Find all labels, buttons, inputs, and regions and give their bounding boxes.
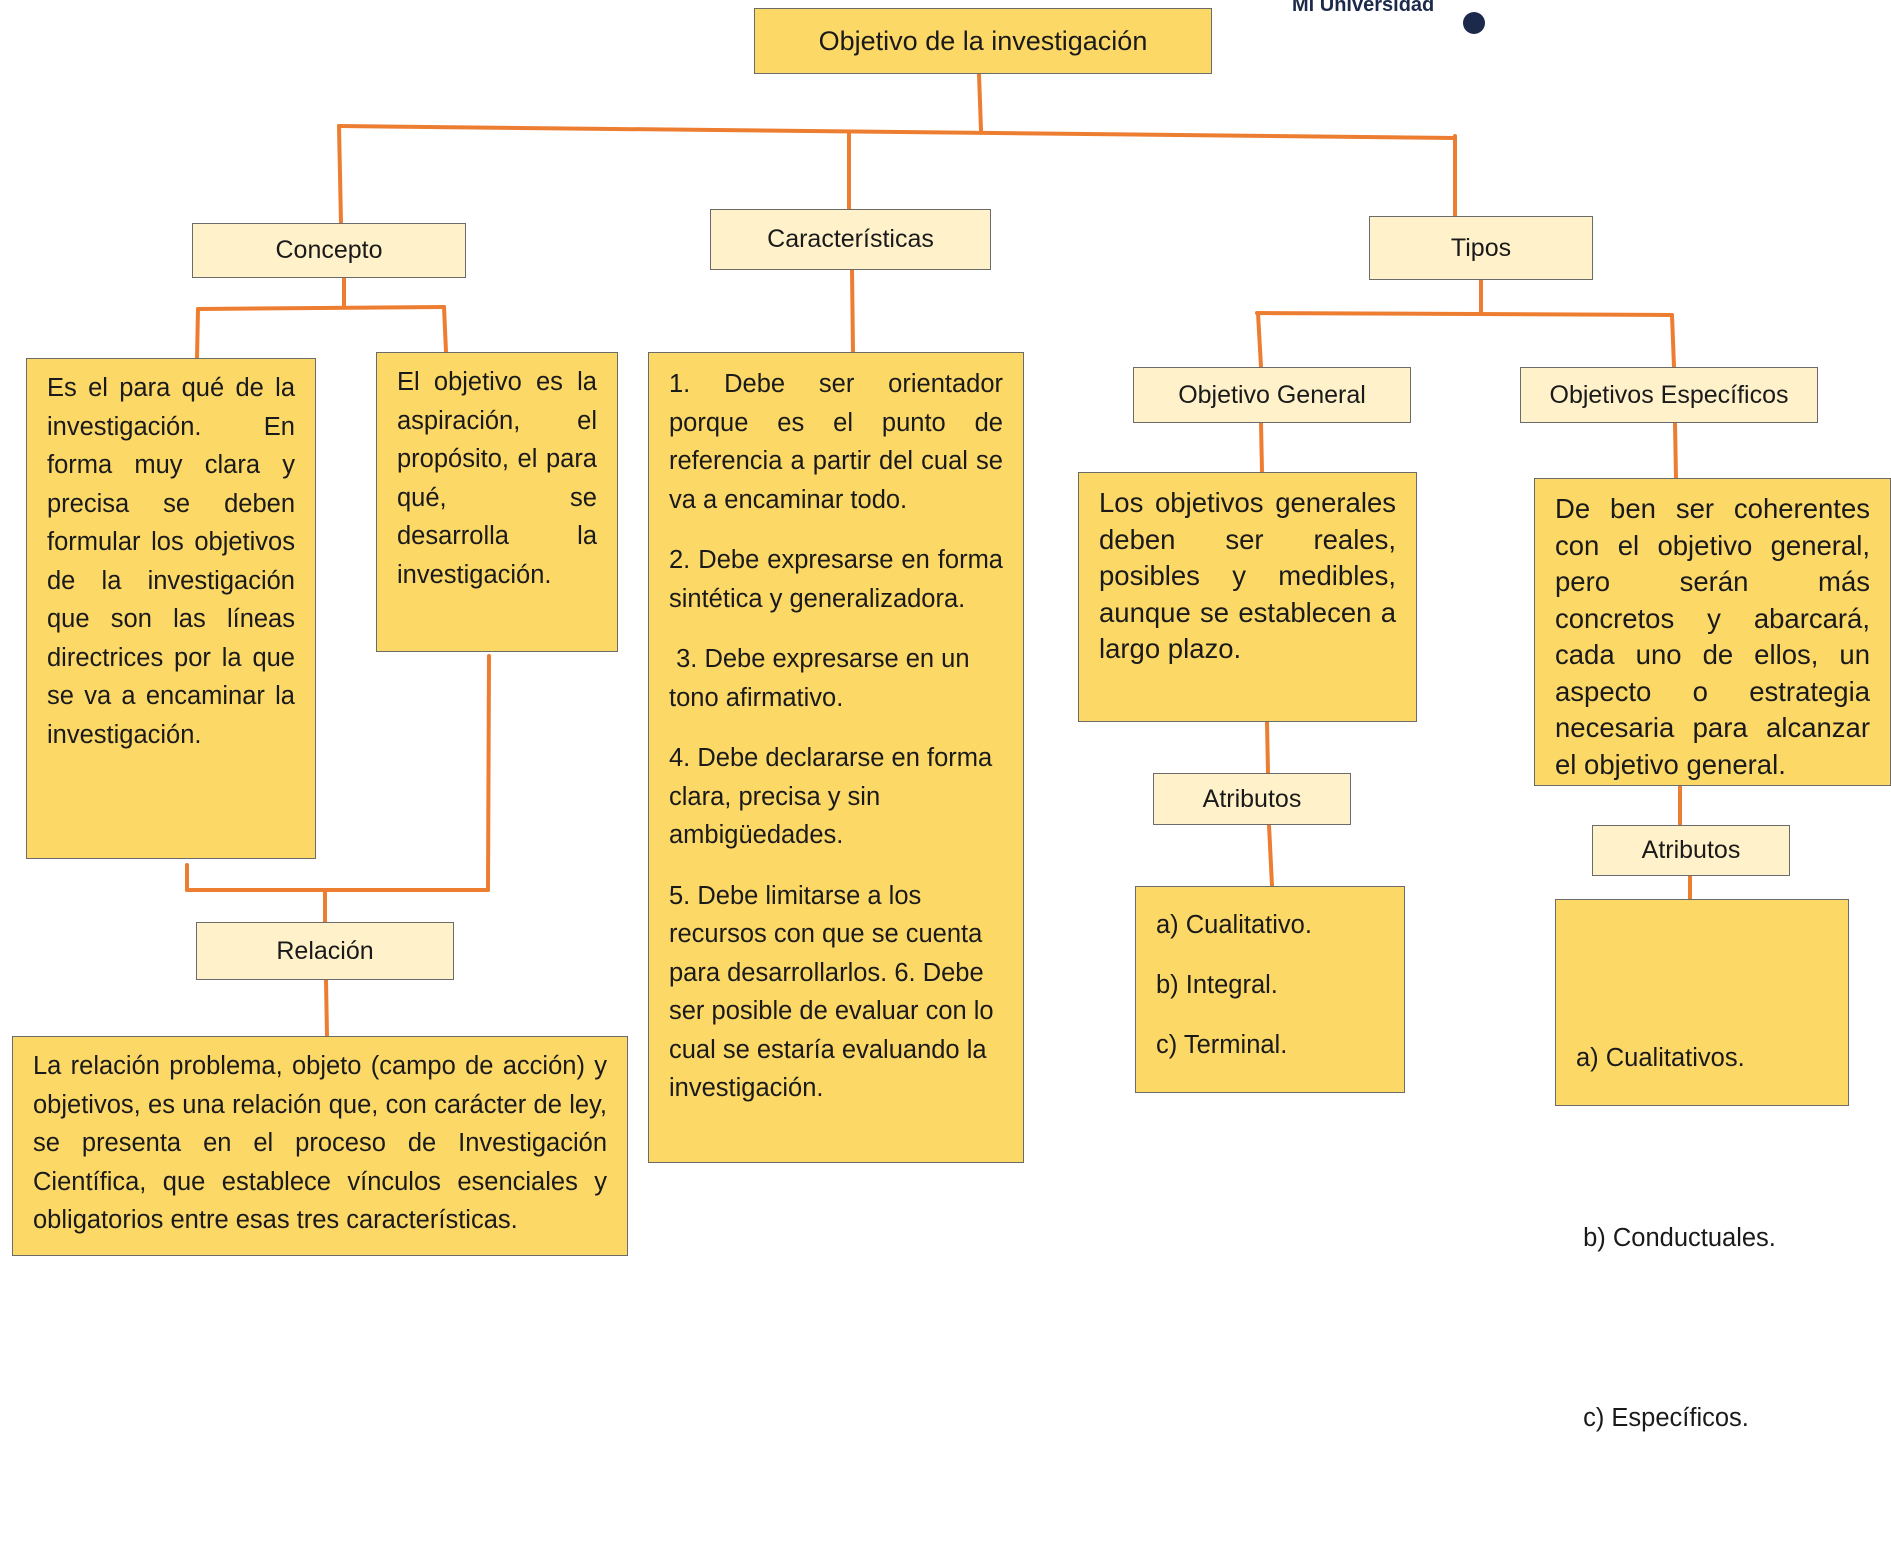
- concepto-node: Concepto: [192, 223, 466, 278]
- connector-main-bar: [337, 124, 1457, 140]
- relacion-title: Relación: [276, 936, 374, 965]
- connector-especificos: [1670, 313, 1676, 369]
- root-title: Objetivo de la investigación: [818, 25, 1148, 56]
- especificos-atributo-1: a) Cualitativos.: [1576, 1044, 1745, 1072]
- relacion-text-box: La relación problema, objeto (campo de a…: [12, 1036, 628, 1256]
- general-atributos-title: Atributos: [1202, 784, 1302, 813]
- caracteristicas-node: Características: [710, 209, 991, 270]
- objetivo-general-title: Objetivo General: [1178, 380, 1366, 409]
- especificos-atributos-title: Atributos: [1641, 836, 1741, 864]
- connector-general-text: [1259, 421, 1264, 474]
- objetivos-especificos-text-box: De ben ser coherentes con el objetivo ge…: [1534, 478, 1891, 786]
- connector-general: [1256, 311, 1263, 369]
- concepto-right-text: El objetivo es la aspiración, el propósi…: [397, 368, 597, 589]
- general-atributos-node: Atributos: [1153, 773, 1351, 825]
- caracteristicas-text-box: 1. Debe ser orientador porque es el punt…: [648, 352, 1024, 1163]
- especificos-atributo-2: b) Conductuales.: [1576, 1224, 1776, 1252]
- connector-concepto-left: [195, 307, 200, 360]
- connector-concepto-right: [442, 305, 448, 354]
- general-atributo-1: a) Cualitativo.: [1156, 911, 1312, 939]
- objetivos-especificos-text: De ben ser coherentes con el objetivo ge…: [1555, 493, 1870, 780]
- caracteristica-item-2: 2. Debe expresarse en forma sintética y …: [669, 546, 1003, 613]
- caracteristica-item-1: 1. Debe ser orientador porque es el punt…: [669, 370, 1003, 514]
- relacion-text: La relación problema, objeto (campo de a…: [33, 1052, 607, 1234]
- concepto-left-text-box: Es el para qué de la investigación. En f…: [26, 358, 316, 859]
- especificos-atributo-3: c) Específicos.: [1576, 1404, 1749, 1432]
- connector-relacion-right: [486, 654, 491, 892]
- tipos-title: Tipos: [1450, 233, 1512, 262]
- caracteristica-item-5: 5. Debe limitarse a los recursos con que…: [669, 881, 994, 1103]
- relacion-node: Relación: [196, 922, 454, 980]
- objetivo-general-text-box: Los objetivos generales deben ser reales…: [1078, 472, 1417, 722]
- general-atributos-list-box: a) Cualitativo. b) Integral. c) Terminal…: [1135, 886, 1405, 1093]
- objetivo-general-text: Los objetivos generales deben ser reales…: [1099, 487, 1396, 664]
- connector-relacion-text: [324, 978, 329, 1038]
- connector-lines: [185, 72, 1692, 1038]
- connector-especificos-text: [1673, 421, 1678, 480]
- connector-general-atributos: [1265, 720, 1270, 775]
- concepto-left-text: Es el para qué de la investigación. En f…: [47, 374, 295, 749]
- objetivo-general-node: Objetivo General: [1133, 367, 1411, 423]
- objetivos-especificos-title: Objetivos Específicos: [1549, 380, 1789, 409]
- logo-dot-icon: [1463, 12, 1485, 34]
- root-node: Objetivo de la investigación: [754, 8, 1212, 74]
- caracteristica-item-4: 4. Debe declararse en forma clara, preci…: [669, 744, 993, 849]
- concepto-title: Concepto: [275, 236, 383, 264]
- connector-caracteristicas-down: [850, 268, 855, 354]
- connector-general-list: [1267, 823, 1274, 888]
- especificos-atributos-node: Atributos: [1592, 825, 1790, 876]
- tipos-node: Tipos: [1369, 216, 1593, 280]
- general-atributo-3: c) Terminal.: [1156, 1031, 1288, 1059]
- concepto-right-text-box: El objetivo es la aspiración, el propósi…: [376, 352, 618, 652]
- caracteristicas-title: Características: [767, 225, 934, 253]
- connector-concepto-bar: [196, 305, 446, 311]
- university-logo: Mi Universidad: [1292, 0, 1435, 16]
- objetivos-especificos-node: Objetivos Específicos: [1520, 367, 1818, 423]
- general-atributo-2: b) Integral.: [1156, 971, 1278, 999]
- caracteristica-item-3: 3. Debe expresarse en un tono afirmativo…: [669, 645, 977, 712]
- connector-tipos-bar: [1255, 311, 1674, 317]
- connector-concepto: [337, 124, 343, 225]
- connector-root: [977, 72, 983, 132]
- concept-map: Mi Universidad Objetivo de la investigac…: [12, 0, 1891, 1432]
- especificos-atributos-list-box: a) Cualitativos. b) Conductuales. c) Esp…: [1555, 899, 1849, 1432]
